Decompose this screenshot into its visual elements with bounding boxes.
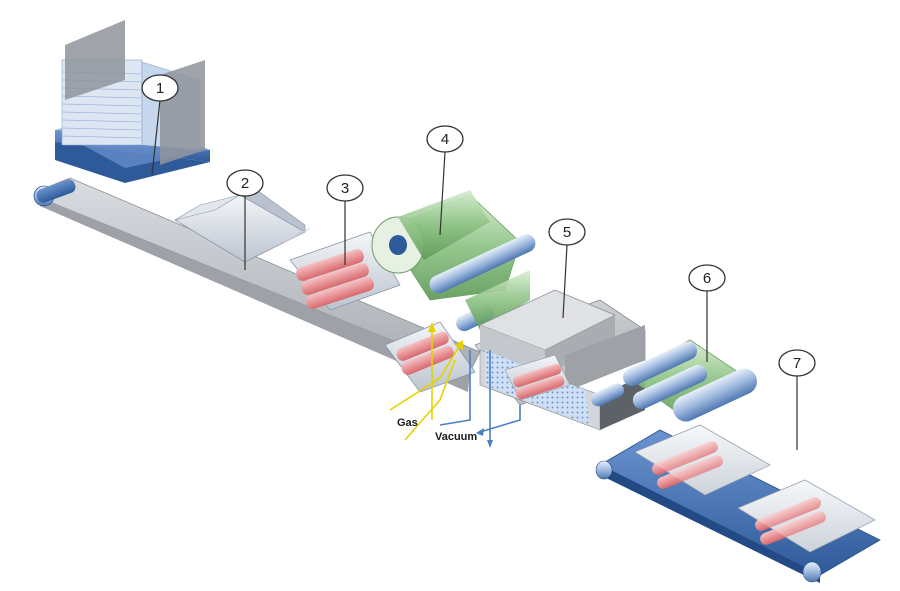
sealing-machine bbox=[474, 289, 646, 431]
callout-number: 1 bbox=[156, 80, 164, 97]
callout-7: 7 bbox=[778, 349, 816, 377]
vacuum-flow: Vacuum bbox=[435, 350, 521, 448]
gas-arrow-head bbox=[428, 322, 436, 332]
callout-leaders bbox=[151, 99, 798, 450]
film-roll-core bbox=[389, 235, 407, 255]
rewind-roller-3 bbox=[672, 368, 758, 422]
callout-6: 6 bbox=[688, 264, 726, 292]
callout-number: 3 bbox=[341, 180, 349, 197]
empty-tray bbox=[174, 184, 312, 263]
product-pieces bbox=[296, 249, 374, 309]
tray-magazine bbox=[55, 20, 210, 183]
callout-number: 5 bbox=[563, 224, 571, 241]
sealed-pack-1 bbox=[634, 424, 771, 496]
callout-3: 3 bbox=[326, 174, 364, 202]
magazine-guide-left bbox=[65, 20, 125, 100]
exit-roller bbox=[590, 383, 624, 407]
callout-2: 2 bbox=[226, 169, 264, 197]
callout-5: 5 bbox=[548, 218, 586, 246]
vacuum-arrow-head bbox=[487, 440, 493, 448]
main-conveyor bbox=[33, 177, 481, 392]
gas-arrow-head bbox=[455, 340, 463, 350]
vacuum-arrow-head bbox=[476, 428, 484, 436]
callout-4: 4 bbox=[426, 125, 464, 153]
callout-number: 2 bbox=[241, 175, 249, 192]
tray-before-seal bbox=[384, 321, 476, 393]
sealed-pack-2 bbox=[737, 479, 876, 553]
film-guide-roller-1 bbox=[429, 234, 536, 294]
outfeed-conveyor bbox=[595, 424, 881, 583]
callout-number: 7 bbox=[793, 355, 801, 372]
callout-number: 6 bbox=[703, 270, 711, 287]
top-film-supply bbox=[371, 190, 536, 332]
rewind-roller-1 bbox=[622, 341, 698, 387]
callout-number: 4 bbox=[441, 131, 449, 148]
film-rewind bbox=[622, 339, 758, 422]
callout-1: 1 bbox=[141, 74, 179, 102]
gas-flow: Gas bbox=[389, 322, 463, 441]
vacuum-label: Vacuum bbox=[435, 431, 477, 443]
rewind-roller-2 bbox=[632, 364, 708, 410]
gas-label: Gas bbox=[397, 417, 418, 429]
